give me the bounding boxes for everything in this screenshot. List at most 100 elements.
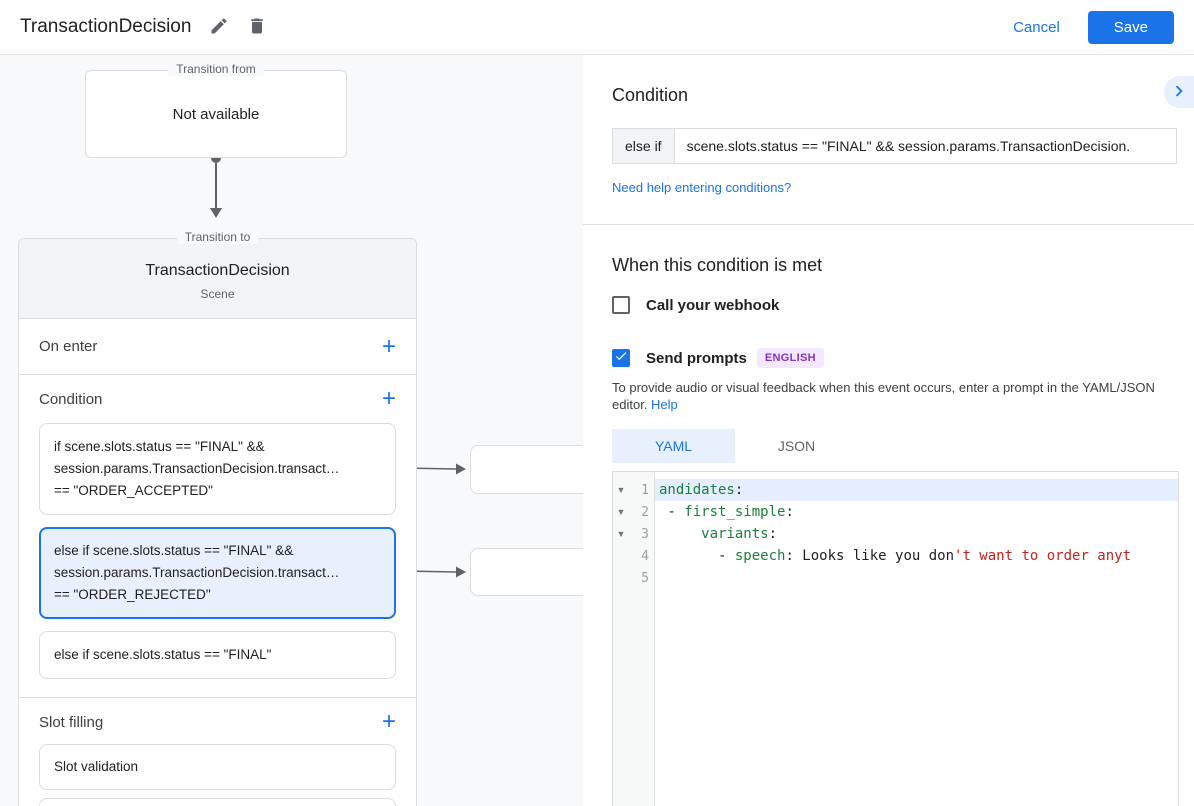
main-area: Transition from Not available Transition… xyxy=(0,55,1194,806)
slot-card-partial[interactable] xyxy=(39,798,396,806)
fold-arrow-icon[interactable]: ▼ xyxy=(616,485,626,495)
editor-hint: To provide audio or visual feedback when… xyxy=(612,379,1177,413)
transition-from-box: Transition from Not available xyxy=(85,62,347,158)
code-token-plain: : Looks like you don xyxy=(785,548,955,564)
check-icon xyxy=(614,349,628,368)
slot-filling-label: Slot filling xyxy=(39,713,104,731)
scene-header: TransactionDecision Scene xyxy=(19,239,416,319)
scene-flow-canvas: Transition from Not available Transition… xyxy=(0,55,583,806)
scene-title: TransactionDecision xyxy=(145,262,290,279)
transition-target-box[interactable] xyxy=(470,548,583,596)
slot-card-list: Slot validation xyxy=(39,744,396,790)
transition-from-legend: Transition from xyxy=(168,62,264,76)
code-line[interactable]: - first_simple: xyxy=(655,501,1178,523)
tab-yaml[interactable]: YAML xyxy=(612,429,735,463)
pencil-icon xyxy=(209,16,229,39)
collapse-panel-button[interactable] xyxy=(1164,76,1194,108)
line-number: 2 xyxy=(641,504,649,520)
condition-input-group: else if xyxy=(612,128,1177,164)
condition-edit-panel: Condition else if Need help entering con… xyxy=(583,55,1194,806)
conditions-help-link[interactable]: Need help entering conditions? xyxy=(612,180,792,195)
transition-to-card: Transition to TransactionDecision Scene … xyxy=(18,230,417,806)
on-enter-row: On enter + xyxy=(19,319,416,375)
transition-from-value: Not available xyxy=(172,105,260,123)
code-token-key: first_simple xyxy=(684,504,786,520)
gutter-row: 4 xyxy=(613,545,654,567)
condition-panel-heading: Condition xyxy=(612,85,689,105)
line-number: 5 xyxy=(641,570,649,586)
send-prompts-label: Send prompts xyxy=(646,349,747,367)
add-condition-button[interactable]: + xyxy=(381,385,396,412)
code-token-plain: : xyxy=(785,504,794,520)
condition-card[interactable]: else if scene.slots.status == "FINAL" &&… xyxy=(39,527,396,619)
condition-card-line: if scene.slots.status == "FINAL" && xyxy=(54,439,265,454)
else-if-prefix: else if xyxy=(612,128,674,164)
help-link[interactable]: Help xyxy=(651,397,678,412)
condition-section: Condition + if scene.slots.status == "FI… xyxy=(19,375,416,698)
when-met-heading: When this condition is met xyxy=(612,255,823,275)
code-token-plain: - xyxy=(659,548,735,564)
add-on-enter-button[interactable]: + xyxy=(381,332,396,360)
code-token-plain: : xyxy=(768,526,778,542)
slot-card[interactable]: Slot validation xyxy=(39,744,396,790)
condition-expression-input[interactable] xyxy=(673,128,1177,164)
webhook-label: Call your webhook xyxy=(646,296,780,314)
tab-json[interactable]: JSON xyxy=(735,429,858,463)
condition-card-line: == "ORDER_REJECTED" xyxy=(54,587,211,602)
condition-card-list: if scene.slots.status == "FINAL" && sessi… xyxy=(39,423,396,679)
code-token-str: 't want to order anyt xyxy=(954,548,1132,564)
condition-section-label: Condition xyxy=(39,390,103,408)
top-bar: TransactionDecision Cancel Save xyxy=(0,0,1194,55)
fold-arrow-icon[interactable]: ▼ xyxy=(616,507,626,517)
page-title: TransactionDecision xyxy=(20,16,192,37)
gutter-row: ▼2 xyxy=(613,501,654,523)
code-token-plain xyxy=(659,526,701,542)
webhook-checkbox[interactable] xyxy=(612,296,630,314)
code-token-plain: : xyxy=(734,482,744,498)
chevron-right-icon xyxy=(1168,80,1190,105)
condition-card-line: session.params.TransactionDecision.trans… xyxy=(54,565,340,580)
scene-subtitle: Scene xyxy=(200,287,235,301)
cancel-button[interactable]: Cancel xyxy=(1013,18,1060,36)
send-prompts-checkbox[interactable] xyxy=(612,349,630,367)
line-number: 3 xyxy=(641,526,649,542)
gutter-row: ▼3 xyxy=(613,523,654,545)
webhook-row: Call your webhook xyxy=(612,296,1177,314)
line-number: 1 xyxy=(641,482,649,498)
condition-card[interactable]: else if scene.slots.status == "FINAL" xyxy=(39,631,396,679)
trash-icon xyxy=(247,16,267,39)
condition-card-line: else if scene.slots.status == "FINAL" xyxy=(54,647,272,662)
code-line[interactable]: andidates: xyxy=(655,479,1178,501)
add-slot-button[interactable]: + xyxy=(381,708,396,735)
condition-card-line: session.params.TransactionDecision.trans… xyxy=(54,461,340,476)
code-line[interactable]: - speech: Looks like you don't want to o… xyxy=(655,545,1178,567)
line-number: 4 xyxy=(641,548,649,564)
code-token-key: speech xyxy=(734,548,786,564)
language-badge: ENGLISH xyxy=(756,348,824,368)
code-token-key: variants xyxy=(701,526,769,542)
on-enter-label: On enter xyxy=(39,338,98,355)
editor-code-area[interactable]: andidates: - first_simple: variants: - s… xyxy=(655,472,1178,806)
gutter-row: ▼1 xyxy=(613,479,654,501)
send-prompts-row: Send prompts ENGLISH xyxy=(612,348,1177,368)
gutter-row: 5 xyxy=(613,567,654,589)
slot-filling-section: Slot filling + Slot validation xyxy=(19,698,416,806)
fold-arrow-icon[interactable]: ▼ xyxy=(616,529,626,539)
save-button[interactable]: Save xyxy=(1087,10,1174,44)
transition-to-legend: Transition to xyxy=(176,230,259,244)
condition-card-line: else if scene.slots.status == "FINAL" && xyxy=(54,543,294,558)
code-token-plain: - xyxy=(659,504,685,520)
transition-target-box[interactable] xyxy=(470,445,583,494)
code-token-key: andidates xyxy=(659,482,735,498)
code-line[interactable] xyxy=(655,567,1178,589)
delete-scene-button[interactable] xyxy=(247,16,267,39)
edit-title-button[interactable] xyxy=(209,16,229,39)
panel-divider xyxy=(583,224,1194,225)
condition-card-line: == "ORDER_ACCEPTED" xyxy=(54,483,213,498)
code-line[interactable]: variants: xyxy=(655,523,1178,545)
condition-card[interactable]: if scene.slots.status == "FINAL" && sessi… xyxy=(39,423,396,515)
editor-hint-text: To provide audio or visual feedback when… xyxy=(612,380,1155,412)
